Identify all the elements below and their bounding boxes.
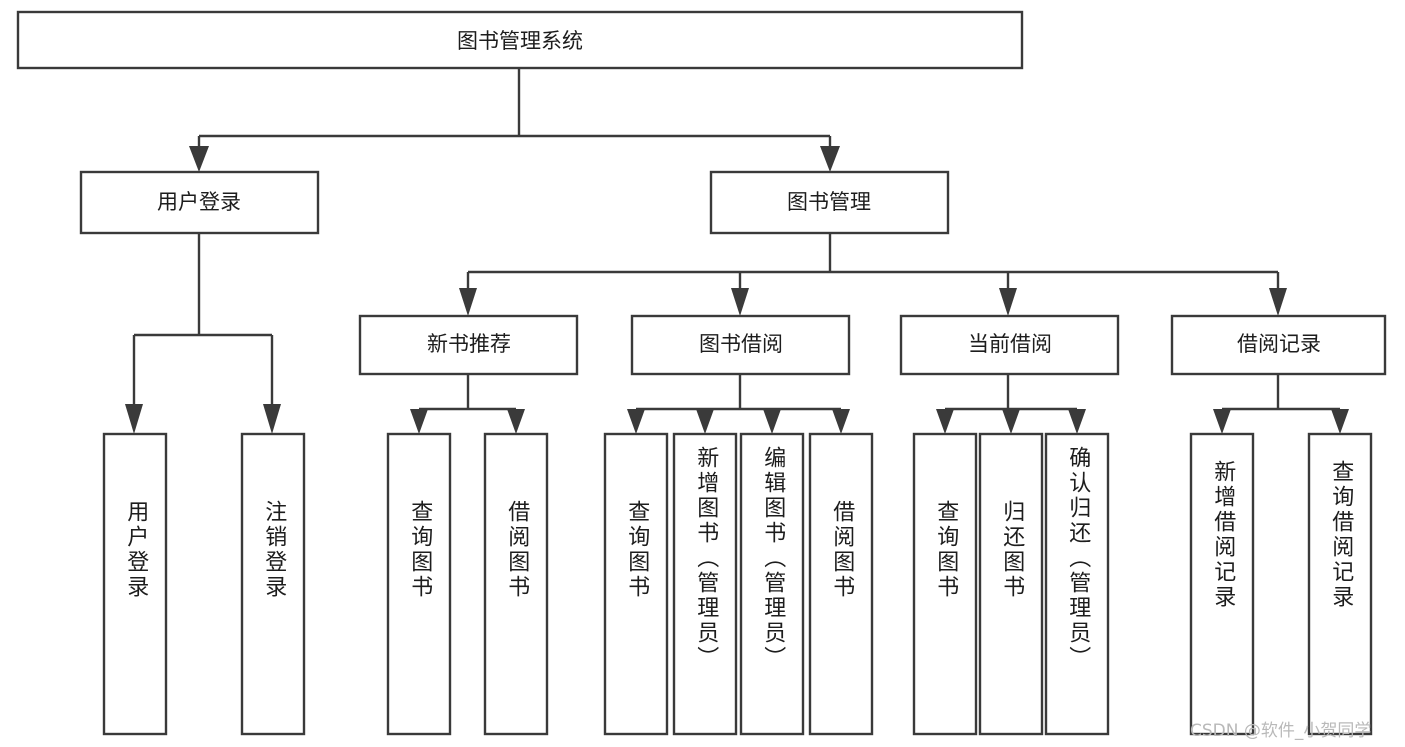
leaf-box-bookborrow-query[interactable]	[603, 432, 669, 736]
leaf-box-records-query[interactable]	[1307, 432, 1373, 736]
arrow-root-to-bookmgmt	[820, 146, 840, 172]
arrow-borrowrecords-child1	[1213, 409, 1231, 434]
node-book-borrow-box[interactable]	[630, 314, 851, 376]
leaf-box-currentborrow-query[interactable]	[912, 432, 978, 736]
node-new-book-recommend[interactable]: 新书推荐	[358, 314, 579, 376]
arrow-bookborrow-child3	[763, 409, 781, 434]
arrow-bookmgmt-child4	[1269, 288, 1287, 316]
node-current-borrow-label: 当前借阅	[968, 332, 1052, 356]
arrow-borrowrecords-child2	[1331, 409, 1349, 434]
arrow-root-to-userlogin	[189, 146, 209, 172]
csdn-watermark: CSDN @软件_小贺同学	[1190, 721, 1372, 741]
connector-group-userlogin	[125, 233, 281, 434]
node-borrow-records[interactable]: 借阅记录	[1170, 314, 1387, 376]
arrow-bookborrow-child2	[696, 409, 714, 434]
node-new-book-recommend-box[interactable]	[358, 314, 579, 376]
node-user-login[interactable]: 用户登录	[79, 170, 320, 235]
arrow-newbook-child1	[410, 409, 428, 434]
connector-group-bookmgmt	[459, 232, 1287, 316]
node-user-login-box[interactable]	[79, 170, 320, 235]
node-book-management-box[interactable]	[709, 170, 950, 235]
node-book-borrow[interactable]: 图书借阅	[630, 314, 851, 376]
node-root-box[interactable]	[16, 10, 1024, 70]
arrow-bookborrow-child4	[832, 409, 850, 434]
connector-group-bookborrow	[627, 374, 850, 434]
node-root-label: 图书管理系统	[457, 29, 583, 53]
arrow-bookmgmt-child1	[459, 288, 477, 316]
leaf-box-newbook-borrow[interactable]	[483, 432, 549, 736]
arrow-newbook-child2	[507, 409, 525, 434]
node-borrow-records-box[interactable]	[1170, 314, 1387, 376]
node-current-borrow[interactable]: 当前借阅	[899, 314, 1120, 376]
node-current-borrow-box[interactable]	[899, 314, 1120, 376]
arrow-bookborrow-child1	[627, 409, 645, 434]
arrow-currentborrow-child3	[1068, 409, 1086, 434]
arrow-currentborrow-child2	[1002, 409, 1020, 434]
leaf-box-user-login-login[interactable]	[102, 432, 168, 736]
arrow-userlogin-child2	[263, 404, 281, 434]
connector-group-borrowrecords	[1213, 374, 1349, 434]
node-book-management[interactable]: 图书管理	[709, 170, 950, 235]
leaf-box-newbook-query[interactable]	[386, 432, 452, 736]
leaf-box-bookborrow-add[interactable]	[672, 432, 738, 736]
arrow-bookmgmt-child3	[999, 288, 1017, 316]
arrow-userlogin-child1	[125, 404, 143, 434]
node-book-management-label: 图书管理	[787, 190, 871, 214]
leaf-box-bookborrow-borrow[interactable]	[808, 432, 874, 736]
leaf-box-records-add[interactable]	[1189, 432, 1255, 736]
connector-group-newbook	[410, 374, 525, 434]
node-new-book-recommend-label: 新书推荐	[427, 332, 511, 356]
arrow-bookmgmt-child2	[731, 288, 749, 316]
connector-group-root	[189, 68, 840, 172]
arrow-currentborrow-child1	[936, 409, 954, 434]
node-borrow-records-label: 借阅记录	[1237, 332, 1321, 356]
node-root-book-management-system[interactable]: 图书管理系统	[16, 10, 1024, 70]
node-book-borrow-label: 图书借阅	[699, 332, 783, 356]
leaf-box-currentborrow-return[interactable]	[978, 432, 1044, 736]
connector-group-currentborrow	[936, 374, 1086, 434]
node-user-login-label: 用户登录	[157, 190, 241, 214]
leaf-box-user-login-logout[interactable]	[240, 432, 306, 736]
leaf-box-currentborrow-confirm[interactable]	[1044, 432, 1110, 736]
leaf-box-bookborrow-edit[interactable]	[739, 432, 805, 736]
